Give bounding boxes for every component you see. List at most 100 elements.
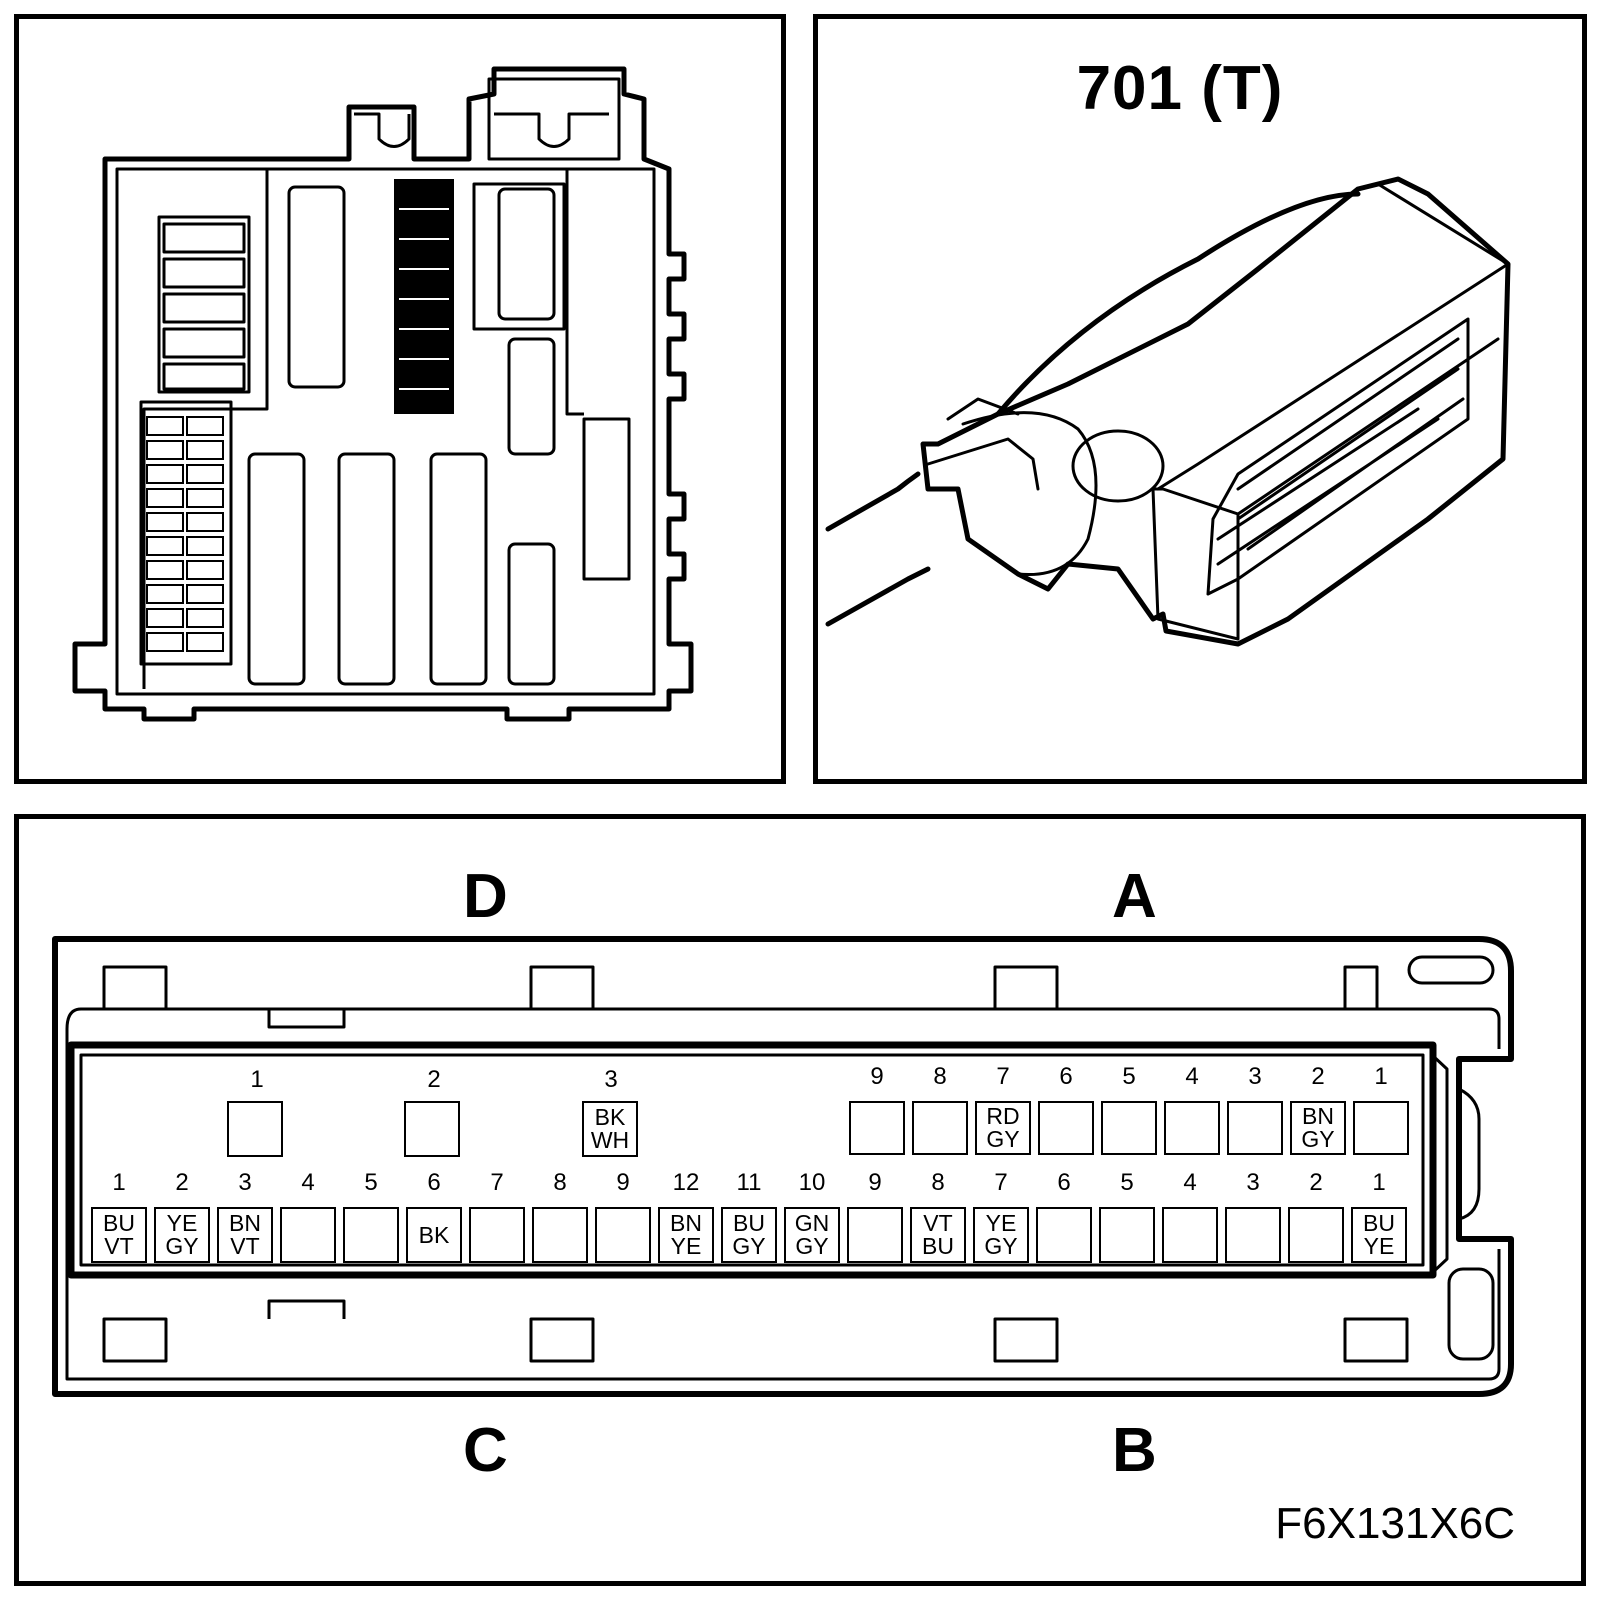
pin-cavity xyxy=(1162,1207,1218,1263)
pin-cavity: BK WH xyxy=(582,1101,638,1157)
wire-color: GY xyxy=(1301,1126,1335,1152)
fuse-box-panel xyxy=(14,14,786,784)
side-label-c: C xyxy=(463,1416,508,1485)
pin-number: 3 xyxy=(1248,1063,1262,1090)
side-label-d: D xyxy=(463,862,508,931)
side-label-b: B xyxy=(1112,1416,1157,1485)
pin-number: 3 xyxy=(604,1066,618,1093)
pin-number: 1 xyxy=(112,1169,126,1196)
pin-cavity xyxy=(469,1207,525,1263)
wire-color: BU xyxy=(1363,1210,1395,1236)
pin-number: 7 xyxy=(994,1169,1008,1196)
pin-cavity xyxy=(1227,1101,1283,1155)
pin-number: 5 xyxy=(1120,1169,1134,1196)
wire-color: VT xyxy=(104,1233,134,1259)
wire-color: BU xyxy=(733,1210,765,1236)
wire-color: GN xyxy=(794,1210,830,1236)
pin-number: 12 xyxy=(672,1169,700,1196)
pin-cavity xyxy=(227,1101,283,1157)
pin-number: 1 xyxy=(1372,1169,1386,1196)
connector-perspective-drawing xyxy=(825,176,1511,647)
pin-cavity xyxy=(1099,1207,1155,1263)
pin-number: 1 xyxy=(250,1066,264,1093)
pin-cavity xyxy=(1225,1207,1281,1263)
wire-color: YE xyxy=(1363,1233,1395,1259)
pin-cavity xyxy=(280,1207,336,1263)
pin-number: 4 xyxy=(301,1169,315,1196)
connector-label: 701 (T) xyxy=(1076,54,1284,123)
wire-color: WH xyxy=(590,1127,630,1153)
pin-cavity xyxy=(595,1207,651,1263)
wire-color: BK xyxy=(418,1221,450,1248)
pin-number: 9 xyxy=(616,1169,630,1196)
wire-color: BN xyxy=(670,1210,702,1236)
pin-number: 7 xyxy=(490,1169,504,1196)
pin-cavity xyxy=(343,1207,399,1263)
pin-cavity xyxy=(847,1207,903,1263)
wire-color: BN xyxy=(229,1210,261,1236)
pin-number: 5 xyxy=(1122,1063,1136,1090)
wire-color: GY xyxy=(732,1233,766,1259)
pin-cavity: BK xyxy=(406,1207,462,1263)
pin-cavity xyxy=(404,1101,460,1157)
pin-number: 5 xyxy=(364,1169,378,1196)
side-label-a: A xyxy=(1112,862,1157,931)
pin-number: 7 xyxy=(996,1063,1010,1090)
pin-number: 6 xyxy=(1057,1169,1071,1196)
pin-number: 4 xyxy=(1183,1169,1197,1196)
wire-color: BU xyxy=(922,1233,954,1259)
connector-face-outline xyxy=(52,936,1514,1397)
figure-code: F6X131X6C xyxy=(1275,1499,1515,1548)
wire-color: YE xyxy=(985,1210,1017,1236)
pin-number: 3 xyxy=(238,1169,252,1196)
wire-color: YE xyxy=(670,1233,702,1259)
pin-number: 6 xyxy=(427,1169,441,1196)
pin-number: 2 xyxy=(1311,1063,1325,1090)
pin-number: 8 xyxy=(933,1063,947,1090)
pin-number: 4 xyxy=(1185,1063,1199,1090)
pin-cavity xyxy=(1101,1101,1157,1155)
wire-color: GY xyxy=(984,1233,1018,1259)
pin-cavity xyxy=(912,1101,968,1155)
pin-number: 8 xyxy=(553,1169,567,1196)
pin-number: 9 xyxy=(870,1063,884,1090)
wire-color: GY xyxy=(986,1126,1020,1152)
pin-number: 6 xyxy=(1059,1063,1073,1090)
pin-number: 1 xyxy=(1374,1063,1388,1090)
pin-number: 10 xyxy=(798,1169,826,1196)
pin-cavity xyxy=(1036,1207,1092,1263)
pin-number: 2 xyxy=(1309,1169,1323,1196)
pin-number: 8 xyxy=(931,1169,945,1196)
pin-cavity xyxy=(849,1101,905,1155)
pin-cavity xyxy=(1164,1101,1220,1155)
fuse-box-drawing xyxy=(72,66,694,722)
wire-color: GY xyxy=(795,1233,829,1259)
wire-color: RD xyxy=(986,1103,1020,1129)
wire-color: BK xyxy=(594,1104,626,1130)
pin-number: 3 xyxy=(1246,1169,1260,1196)
wire-color: YE xyxy=(166,1210,198,1236)
pin-cavity xyxy=(1288,1207,1344,1263)
wire-color: BN xyxy=(1302,1103,1334,1129)
pinout-panel: D A C B F6X131X6C xyxy=(14,814,1586,1586)
wire-color: GY xyxy=(165,1233,199,1259)
pin-number: 2 xyxy=(175,1169,189,1196)
pin-number: 9 xyxy=(868,1169,882,1196)
wire-color: VT xyxy=(923,1210,953,1236)
connector-view-panel: 701 (T) xyxy=(813,14,1587,784)
wire-color: VT xyxy=(230,1233,260,1259)
pin-cavity xyxy=(1038,1101,1094,1155)
pin-number: 11 xyxy=(736,1169,762,1196)
wire-color: BU xyxy=(103,1210,135,1236)
pin-number: 2 xyxy=(427,1066,441,1093)
